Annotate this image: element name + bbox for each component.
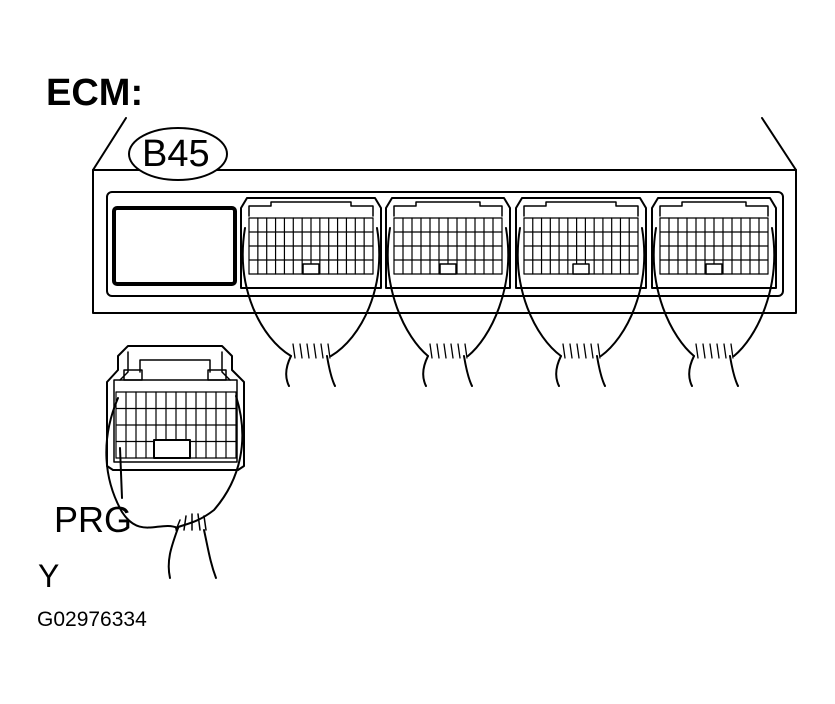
- ecm-connector-2: [386, 198, 510, 288]
- ecm-connector-1: [241, 198, 381, 288]
- ecm-connector-blocks: [241, 198, 776, 288]
- ecm-connector-3: [516, 198, 646, 288]
- b45-pin-grid: [116, 392, 236, 458]
- ecm-wire-bundle-1: [243, 228, 379, 386]
- ecm-connector-4: [652, 198, 776, 288]
- b45-wire-harness: [106, 396, 242, 578]
- ecm-wire-harnesses: [243, 228, 774, 386]
- ecm-wire-bundle-4: [654, 228, 774, 386]
- figure-code: G02976334: [37, 608, 147, 631]
- ecm-title: ECM:: [46, 72, 144, 114]
- connector-callout-ellipse: [129, 128, 227, 180]
- prg-leader-line: [120, 448, 122, 498]
- ecm-blank-panel: [114, 208, 235, 284]
- ecm-wire-bundle-3: [518, 228, 644, 386]
- b45-connector-face: [107, 346, 244, 470]
- connector-id-label: B45: [142, 133, 210, 175]
- pin-label-prg: PRG: [54, 499, 133, 540]
- wire-color-label: Y: [38, 558, 60, 594]
- ecm-wire-bundle-2: [388, 228, 508, 386]
